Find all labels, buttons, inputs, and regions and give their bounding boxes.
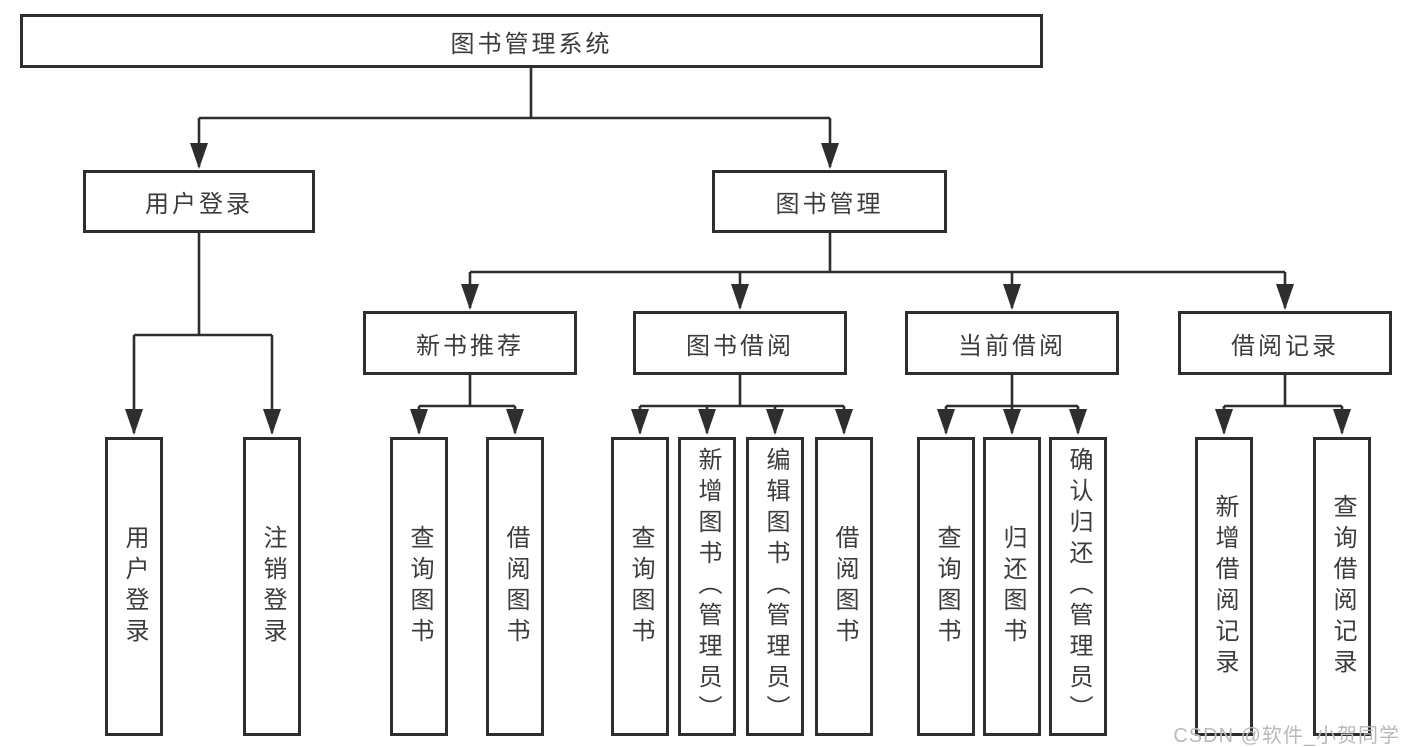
leaf-recommend-borrow-books: 借阅图书 <box>486 437 544 736</box>
node-new-book-recommend: 新书推荐 <box>363 311 577 375</box>
node-borrowing-records: 借阅记录 <box>1178 311 1392 375</box>
leaf-current-confirm-return-admin: 确认归还（管理员） <box>1049 437 1107 736</box>
connector-recommend-trunk <box>419 375 515 408</box>
leaf-user-login: 用户登录 <box>105 437 163 736</box>
leaf-borrow-edit-books-admin: 编辑图书（管理员） <box>746 437 804 736</box>
leaf-records-add-record: 新增借阅记录 <box>1195 437 1253 736</box>
leaf-records-query-record: 查询借阅记录 <box>1313 437 1371 736</box>
watermark: CSDN @软件_小贺同学 <box>1173 725 1400 747</box>
connector-book-mgmt-trunk <box>470 233 1285 274</box>
node-book-management: 图书管理 <box>712 170 947 233</box>
connector-root-trunk <box>199 68 830 120</box>
node-book-borrowing: 图书借阅 <box>633 311 847 375</box>
node-current-borrowing: 当前借阅 <box>905 311 1119 375</box>
node-user-login: 用户登录 <box>83 170 315 233</box>
leaf-current-return-books: 归还图书 <box>983 437 1041 736</box>
node-root-system: 图书管理系统 <box>20 14 1043 68</box>
connector-user-login-trunk <box>134 233 272 337</box>
connector-current-trunk <box>946 375 1078 408</box>
connector-borrow-trunk <box>640 375 844 408</box>
leaf-borrow-query-books: 查询图书 <box>611 437 669 736</box>
connector-records-trunk <box>1224 375 1342 408</box>
leaf-borrow-borrow-books: 借阅图书 <box>815 437 873 736</box>
leaf-borrow-add-books-admin: 新增图书（管理员） <box>678 437 736 736</box>
leaf-recommend-query-books: 查询图书 <box>390 437 448 736</box>
leaf-logout: 注销登录 <box>243 437 301 736</box>
leaf-current-query-books: 查询图书 <box>917 437 975 736</box>
